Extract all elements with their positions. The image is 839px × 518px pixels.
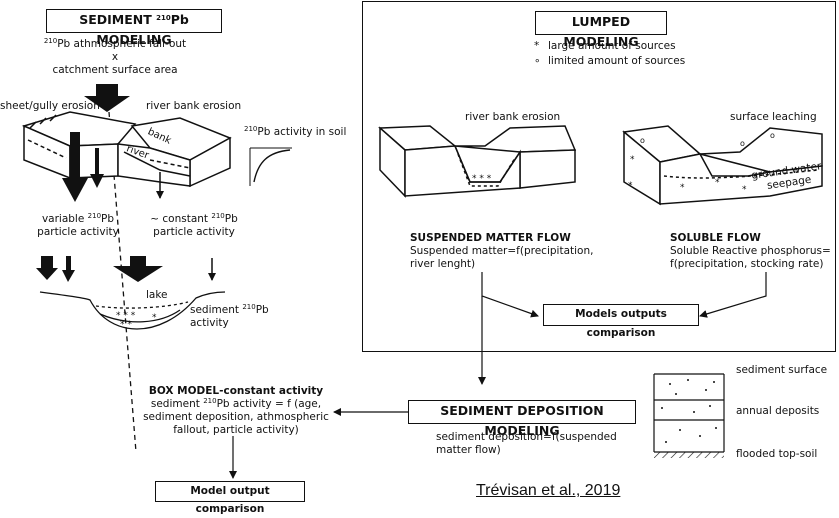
svg-text:*: * bbox=[742, 185, 747, 195]
surface-leaching-block: o o o * * * * * bbox=[622, 125, 823, 206]
flooded-topsoil-label: flooded top-soil bbox=[736, 448, 818, 460]
sheet-gully-label: sheet/gully erosion bbox=[0, 100, 100, 112]
lake-basin: * * * * * * bbox=[39, 291, 226, 330]
fallout-text: 210Pb athmospheric fall-out bbox=[43, 37, 187, 51]
svg-text:*: * bbox=[630, 155, 635, 165]
soluble-flow-text: SOLUBLE FLOW Soluble Reactive phosphorus… bbox=[670, 232, 831, 270]
svg-text:*: * bbox=[715, 178, 720, 188]
river-bank-block: * * * bbox=[378, 125, 577, 198]
legend-limited-sources: ∘limited amount of sources bbox=[534, 55, 686, 67]
sediment-activity-text: sediment 210Pb activity bbox=[190, 303, 269, 330]
deposition-layers bbox=[653, 373, 725, 458]
legend-large-sources: *large amount of sources bbox=[534, 40, 676, 52]
citation: Trévisan et al., 2019 bbox=[476, 482, 621, 499]
soil-activity-curve bbox=[249, 147, 292, 186]
times-sign: x bbox=[111, 51, 119, 63]
catchment-text: catchment surface area bbox=[52, 64, 178, 76]
suspended-flow-text: SUSPENDED MATTER FLOW Suspended matter=f… bbox=[410, 232, 594, 270]
river-bank-label-left: river bank erosion bbox=[146, 100, 242, 112]
lake-inflow-arrows bbox=[36, 256, 216, 282]
lake-label: lake bbox=[146, 289, 168, 301]
variable-activity-text: variable 210Pb particle activity bbox=[37, 212, 119, 239]
fallout-arrow bbox=[84, 84, 130, 112]
erosion-landscape bbox=[21, 111, 232, 188]
lumped-modeling-panel bbox=[362, 1, 836, 352]
svg-text:* *: * * bbox=[120, 320, 132, 330]
model-output-comparison-box: Model output comparison bbox=[155, 481, 305, 515]
svg-text:*: * bbox=[680, 183, 685, 193]
svg-text:*: * bbox=[152, 313, 157, 323]
svg-text:o: o bbox=[740, 139, 745, 148]
erosion-output-arrows bbox=[62, 132, 164, 202]
surface-leaching-label: surface leaching bbox=[730, 111, 817, 123]
lumped-modeling-title: LUMPED MODELING bbox=[535, 11, 667, 49]
svg-text:* * *: * * * bbox=[472, 174, 492, 184]
svg-text:* * *: * * * bbox=[116, 311, 136, 321]
river-bank-label-right: river bank erosion bbox=[465, 111, 561, 123]
sediment-deposition-title: SEDIMENT DEPOSITION MODELING bbox=[408, 400, 636, 438]
box-model-text: BOX MODEL-constant activity sediment 210… bbox=[143, 385, 329, 436]
svg-text:o: o bbox=[770, 131, 775, 140]
svg-text:*: * bbox=[628, 181, 633, 191]
constant-activity-text: ~ constant 210Pb particle activity bbox=[150, 212, 238, 239]
sediment-surface-label: sediment surface bbox=[736, 364, 828, 376]
svg-text:o: o bbox=[640, 136, 645, 145]
sediment-modeling-title: SEDIMENT 210Pb MODELING bbox=[46, 9, 222, 47]
soil-activity-label: 210Pb activity in soil bbox=[244, 125, 347, 139]
arrow-soluble-to-comparison bbox=[699, 272, 767, 318]
models-outputs-comparison-box: Models outputs comparison bbox=[543, 304, 699, 339]
annual-deposits-label: annual deposits bbox=[736, 405, 820, 417]
